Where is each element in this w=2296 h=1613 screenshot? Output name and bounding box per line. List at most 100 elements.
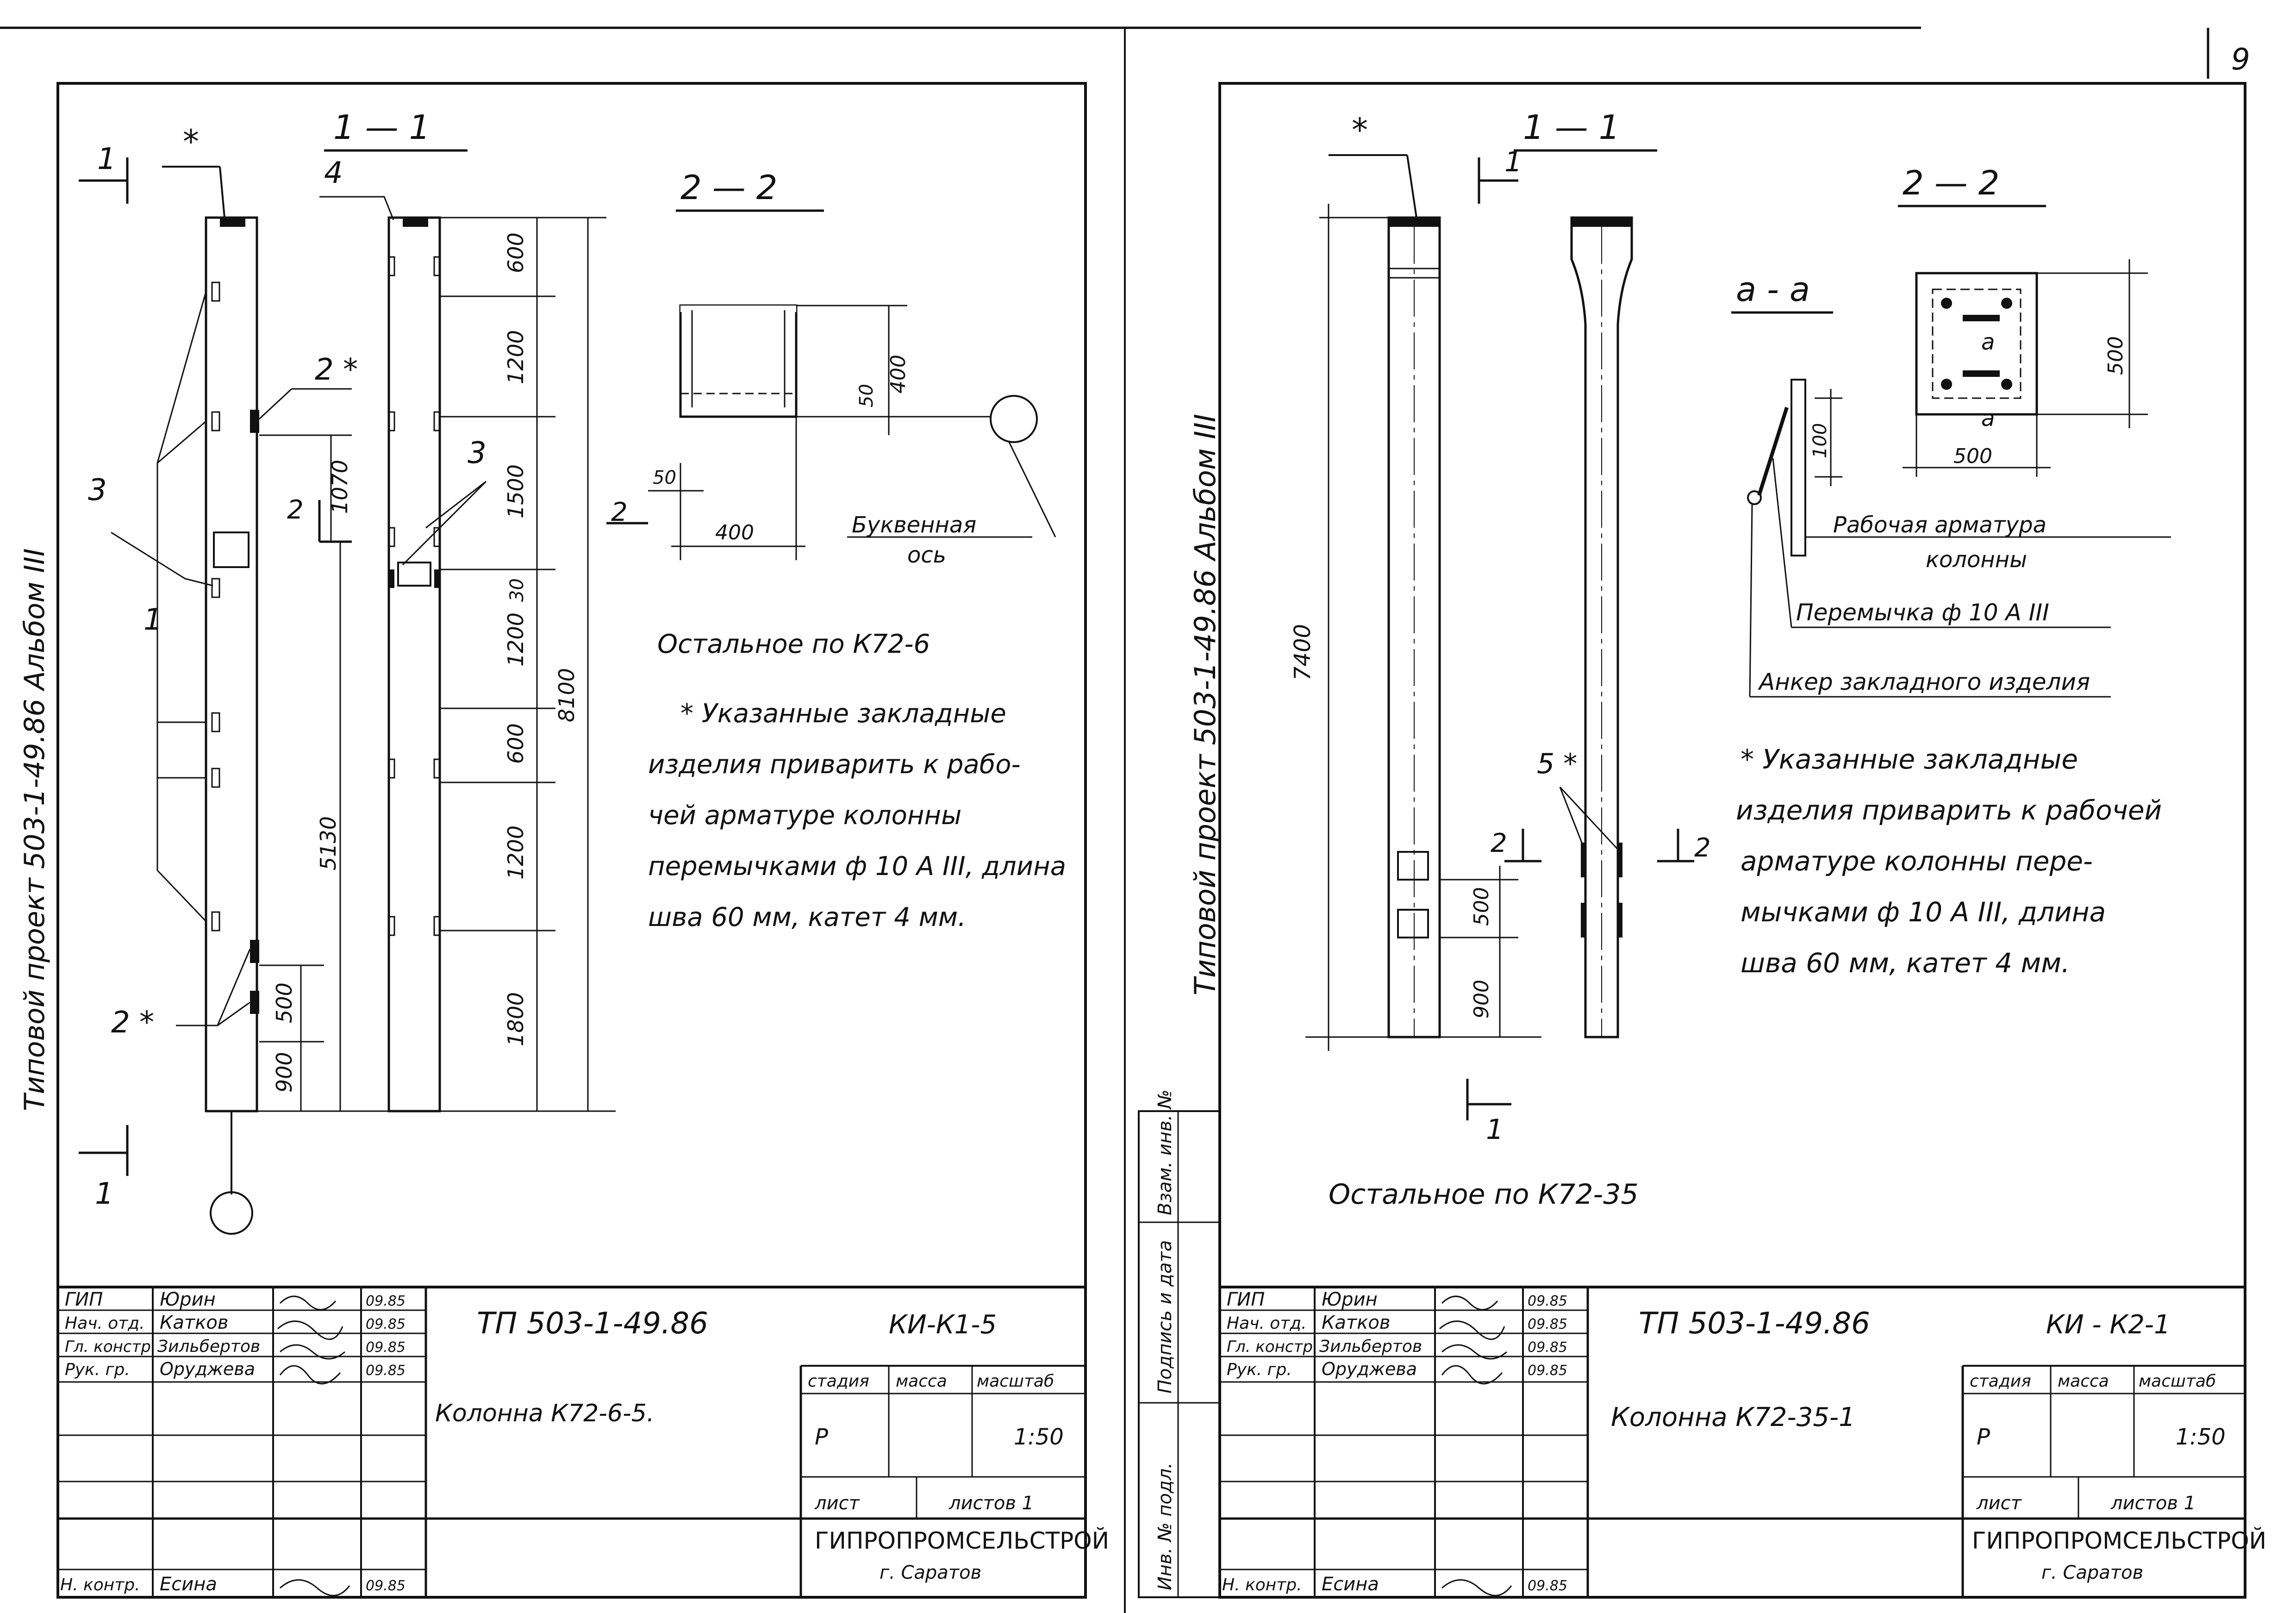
right-opening-1 — [1397, 851, 1429, 881]
page-number: 9 — [2231, 43, 2250, 77]
right-rebar-1 — [1941, 298, 1952, 309]
right-tb-name-3: Зильбертов — [1319, 1337, 1422, 1356]
left-embed-7 — [250, 940, 259, 963]
left-side-recess-3b — [433, 527, 441, 547]
left-sec-dim-400v: 400 — [886, 355, 910, 394]
left-mark-1: 1 — [144, 603, 162, 637]
left-side-embed-b — [434, 569, 440, 588]
left-cut-1-top: 1 — [97, 142, 116, 176]
right-tb-scale-hdr-text: масштаб — [2139, 1372, 2216, 1391]
left-embed-1 — [211, 281, 220, 302]
right-section-1-1-title: 1 — 1 — [1523, 108, 1620, 147]
right-column-side-top-plate — [1572, 218, 1632, 227]
left-sec-dim-50b: 50 — [653, 467, 676, 488]
right-mark-a-bottom: a — [1981, 406, 1995, 431]
left-leader-2star-a — [176, 949, 251, 1026]
right-note-line-2: изделия приварить к рабочей — [1736, 794, 2162, 826]
right-tb-control-role: Н. контр. — [1222, 1575, 1302, 1594]
right-leader-3-line — [1749, 504, 1753, 697]
left-leader-1d — [157, 420, 206, 464]
left-2star-leader — [258, 388, 293, 420]
left-side-recess-3a — [388, 527, 395, 547]
right-tb-scale: 1:50 — [2176, 1424, 2226, 1450]
left-tb-org: ГИПРОПРОМСЕЛЬСТРОЙ — [815, 1527, 1109, 1554]
left-tb-item-name: Колонна К72-6-5. — [435, 1400, 654, 1427]
left-mark-3: 3 — [88, 473, 107, 507]
right-tb-role-1: ГИП — [1227, 1289, 1265, 1310]
right-opening-2 — [1397, 909, 1429, 938]
left-mark-2star-bottom: 2 * — [111, 1006, 154, 1040]
left-note-line-3: чей арматуре колонны — [648, 800, 961, 831]
left-side-recess-2a — [388, 411, 395, 431]
left-tb-name-2: Катков — [160, 1312, 228, 1333]
right-leader-5star-a — [1559, 787, 1586, 852]
left-embed-5 — [211, 768, 220, 788]
left-leader-3c — [402, 481, 487, 566]
right-stamp-frame — [1138, 1110, 1221, 1598]
left-leader-1 — [156, 291, 207, 922]
left-dim-30: 30 — [506, 578, 528, 602]
left-column-top-plate — [220, 218, 245, 227]
right-section-a-a-title: a - a — [1736, 270, 1810, 309]
right-mark-5star: 5 * — [1537, 748, 1577, 780]
left-side-recess-5a — [388, 916, 395, 936]
right-side-embed-2a — [1581, 903, 1586, 938]
left-side-recess-1a — [388, 256, 395, 276]
right-tb-control-signature — [1441, 1579, 1512, 1596]
right-dim-900: 900 — [1470, 980, 1493, 1019]
right-stamp-cell-3: Инв. № подл. — [1154, 1463, 1176, 1590]
left-section-2-2-profile — [679, 304, 798, 418]
left-tb-control-signature — [280, 1579, 350, 1596]
left-leader-2star-b — [217, 1001, 250, 1026]
right-margin-text: Типовой проект 503-1-49.86 Альбом III — [1188, 414, 1222, 995]
right-tb-role-3: Гл. констр. — [1227, 1338, 1318, 1356]
left-mark-3b: 3 — [468, 436, 487, 470]
left-column-side-top-plate — [403, 218, 428, 227]
right-title-block: ГИП Нач. отд. Гл. констр. Рук. гр. Юрин … — [1220, 1286, 2266, 1597]
right-leader-2: Перемычка ф 10 А III — [1796, 599, 2049, 626]
left-axis-circle — [210, 1191, 253, 1235]
right-tb-sheet-code: КИ - К2-1 — [2046, 1310, 2171, 1340]
left-star-mark: * — [183, 123, 199, 161]
left-tb-date-3: 09.85 — [366, 1339, 406, 1356]
right-embed-plate-2 — [1963, 370, 2000, 377]
right-column-side — [1570, 216, 1633, 1038]
right-tb-name-2: Катков — [1322, 1312, 1390, 1333]
left-leader-4 — [319, 196, 394, 220]
right-tb-date-2: 09.85 — [1528, 1316, 1567, 1332]
right-detail-dim-100: 100 — [1809, 423, 1831, 458]
right-section-2-2-profile — [1915, 272, 2038, 416]
left-tb-project-code: ТП 503-1-49.86 — [477, 1307, 708, 1341]
right-note-other: Остальное по К72-35 — [1329, 1178, 1639, 1211]
right-detail-rebar — [1747, 490, 1762, 505]
right-side-embed-1b — [1617, 843, 1622, 877]
left-cut-1-bottom: 1 — [95, 1177, 114, 1211]
left-sec-axis-circle — [990, 395, 1038, 443]
left-margin-text: Типовой проект 503-1-49.86 Альбом III — [19, 548, 51, 1111]
left-dim-8100: 8100 — [554, 668, 579, 722]
left-embed-8 — [250, 991, 259, 1014]
left-title-block: ГИП Нач. отд. Гл. констр. Рук. гр. Юрин … — [58, 1286, 1109, 1597]
left-tb-name-3: Зильбертов — [157, 1337, 260, 1356]
right-dim-500: 500 — [1470, 887, 1493, 926]
left-side-recess-4a — [388, 758, 395, 779]
left-embed-4 — [211, 712, 220, 732]
left-dim-600a: 600 — [503, 232, 528, 273]
left-axis-label-2: ось — [907, 542, 946, 568]
right-section-2-2-inner — [1932, 288, 2021, 399]
right-rebar-4 — [2001, 379, 2012, 390]
right-leader-1: Рабочая арматура — [1833, 512, 2046, 538]
right-tb-control-name: Есина — [1322, 1574, 1379, 1595]
right-frame — [1218, 82, 2246, 1599]
left-embed-6 — [211, 911, 220, 932]
right-detail-plate — [1791, 379, 1806, 556]
left-column-elevation — [205, 216, 258, 1113]
right-section-2-2-title: 2 — 2 — [1903, 163, 1999, 202]
right-side-stamp: Взам. инв. № Подпись и дата Инв. № подл. — [1138, 1089, 1221, 1598]
left-axis-leader — [1008, 442, 1056, 538]
right-tb-stage: Р — [1977, 1424, 1990, 1450]
left-dim-900: 900 — [272, 1052, 297, 1093]
left-sec-dim-400h: 400 — [715, 521, 754, 544]
right-tb-city: г. Саратов — [2041, 1562, 2143, 1583]
